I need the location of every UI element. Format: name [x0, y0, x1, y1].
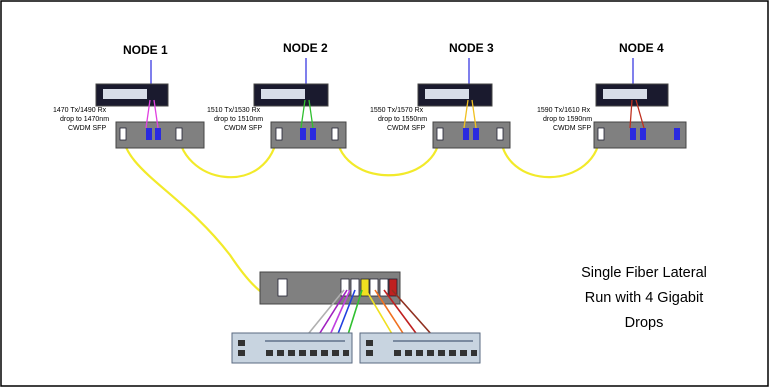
switch-port: [460, 350, 467, 356]
fiber-node3-node4: [498, 129, 602, 179]
node-spec-line-2: drop to 1510nm: [214, 116, 263, 123]
switch-port: [438, 350, 445, 356]
node-spec-line-3: CWDM SFP: [553, 125, 591, 132]
mux-port: [674, 128, 680, 140]
ethernet-switch-icon: [231, 332, 353, 364]
node-title: NODE 3: [449, 41, 494, 55]
caption-line-2: Run with 4 Gigabit: [585, 290, 703, 306]
switch-port: [471, 350, 477, 356]
switch-port: [288, 350, 295, 356]
mux-port: [146, 128, 152, 140]
mux-port: [436, 127, 444, 141]
switch-chassis: [359, 332, 481, 364]
media-converter-face: [261, 89, 305, 99]
switch-port: [277, 350, 284, 356]
ethernet-switch-icon: [359, 332, 481, 364]
node-spec-line-3: CWDM SFP: [224, 125, 262, 132]
mux-port: [473, 128, 479, 140]
node-title: NODE 1: [123, 43, 168, 57]
mux-port: [155, 128, 161, 140]
switch-port: [343, 350, 349, 356]
fiber-node2-node3: [334, 129, 442, 177]
switch-port: [416, 350, 423, 356]
mux-port: [496, 127, 504, 141]
node-1: NODE 1 1470 Tx/1490 Rx drop to 1470nm CW…: [53, 43, 205, 149]
switch-port: [366, 350, 373, 356]
node-spec-line-2: drop to 1590nm: [543, 116, 592, 123]
switch-port: [310, 350, 317, 356]
drop-fiber: [300, 99, 314, 129]
mux-port: [175, 127, 183, 141]
node-spec-line-1: 1590 Tx/1610 Rx: [537, 107, 591, 114]
switch-port: [332, 350, 339, 356]
media-converter-face: [425, 89, 469, 99]
mux-port: [597, 127, 605, 141]
drop-fiber: [145, 99, 159, 129]
media-converter-face: [103, 89, 147, 99]
drop-fiber: [629, 99, 645, 129]
switch-chassis: [231, 332, 353, 364]
switch-port: [238, 340, 245, 346]
node-2: NODE 2 1510 Tx/1530 Rx drop to 1510nm CW…: [207, 41, 347, 149]
switch-port: [366, 340, 373, 346]
media-converter-face: [603, 89, 647, 99]
drop-fiber: [463, 99, 477, 129]
mux-port: [300, 128, 306, 140]
switch-port: [449, 350, 456, 356]
mux-port: [388, 278, 398, 297]
central-cwdm-mux: [259, 271, 401, 305]
mux-port: [340, 278, 350, 297]
mux-port: [277, 278, 288, 297]
switch-port: [321, 350, 328, 356]
mux-port: [463, 128, 469, 140]
switch-port: [266, 350, 273, 356]
mux-port: [360, 278, 370, 297]
mux-port: [310, 128, 316, 140]
node-4: NODE 4 1590 Tx/1610 Rx drop to 1590nm CW…: [537, 41, 687, 149]
mux-port: [379, 278, 389, 297]
caption-line-3: Drops: [625, 315, 664, 331]
node-spec-line-1: 1470 Tx/1490 Rx: [53, 107, 107, 114]
mux-port: [350, 278, 360, 297]
node-spec-line-3: CWDM SFP: [68, 125, 106, 132]
caption-line-1: Single Fiber Lateral: [581, 265, 707, 281]
diagram-caption: Single Fiber Lateral Run with 4 Gigabit …: [581, 265, 707, 331]
node-spec-line-2: drop to 1550nm: [378, 116, 427, 123]
switch-port: [394, 350, 401, 356]
node-spec-line-3: CWDM SFP: [387, 125, 425, 132]
node-title: NODE 4: [619, 41, 664, 55]
switch-port: [299, 350, 306, 356]
node-spec-line-1: 1510 Tx/1530 Rx: [207, 107, 261, 114]
mux-port: [640, 128, 646, 140]
switch-port: [405, 350, 412, 356]
switch-port: [427, 350, 434, 356]
mux-port: [331, 127, 339, 141]
mux-port: [630, 128, 636, 140]
switch-port: [238, 350, 245, 356]
mux-port: [119, 127, 127, 141]
mux-port: [275, 127, 283, 141]
mux-port: [369, 278, 379, 297]
node-3: NODE 3 1550 Tx/1570 Rx drop to 1550nm CW…: [370, 41, 511, 149]
node-title: NODE 2: [283, 41, 328, 55]
node-spec-line-1: 1550 Tx/1570 Rx: [370, 107, 424, 114]
node-spec-line-2: drop to 1470nm: [60, 116, 109, 123]
